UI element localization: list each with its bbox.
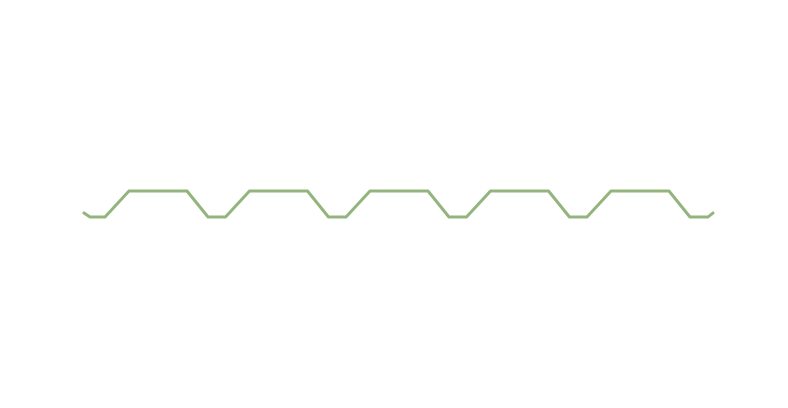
corrugated-profile-line (82, 189, 715, 219)
profile-line-group (82, 189, 715, 219)
